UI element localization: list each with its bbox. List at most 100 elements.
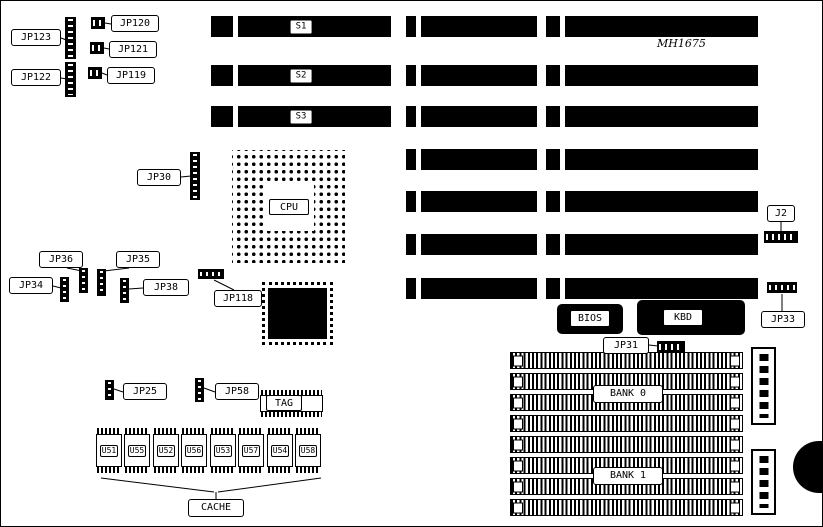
jp118-jumper: [198, 269, 224, 279]
jp121-label: JP121: [109, 41, 157, 58]
power-connector-2: [751, 449, 776, 515]
cache-chip-u51-pins-bottom: [97, 467, 121, 473]
cache-chip-u53-label: U53: [213, 444, 233, 457]
expansion-slot-c5-key-notch: [560, 191, 565, 212]
jp36-jumper: [79, 268, 88, 293]
leader-line: [103, 267, 130, 272]
bios-chip: BIOS: [557, 304, 623, 334]
slot-s1: S1: [211, 16, 391, 37]
expansion-slot-b6-key-notch: [416, 234, 421, 255]
cache-chip-u58-pins-bottom: [296, 467, 320, 473]
expansion-slot-b1: [406, 16, 537, 37]
expansion-slot-c4-key-notch: [560, 149, 565, 170]
cache-chip-u52-pins-top: [154, 428, 178, 434]
cache-chip-u57-pins-top: [239, 428, 263, 434]
expansion-slot-c3: [546, 106, 758, 127]
slot-s3: S3: [211, 106, 391, 127]
j2-jumper: [764, 231, 798, 243]
jp118-label: JP118: [214, 290, 262, 307]
jp123-jumper: [65, 17, 76, 59]
j2-label: J2: [767, 205, 795, 222]
board-marking-text: MH1675: [657, 37, 706, 50]
cache-chip-u56-pins-bottom: [182, 467, 206, 473]
bank1-label: BANK 1: [593, 467, 663, 485]
leader-line: [217, 477, 322, 493]
expansion-slot-b4: [406, 149, 537, 170]
jp38-label: JP38: [143, 279, 189, 296]
slot-s3-label: S3: [289, 109, 313, 124]
cache-chip-u58-body: U58: [295, 434, 321, 467]
leader-line: [100, 477, 215, 493]
slot-s1-key-notch: [233, 16, 238, 37]
expansion-slot-b3-key-notch: [416, 106, 421, 127]
cache-chip-u56-pins-top: [182, 428, 206, 434]
leader-line: [113, 388, 124, 393]
cache-chip-u57: U57: [238, 428, 264, 473]
slot-s2-key-notch: [233, 65, 238, 86]
jp120-jumper: [91, 17, 105, 29]
expansion-slot-b4-key-notch: [416, 149, 421, 170]
cache-chip-u54-label: U54: [270, 444, 290, 457]
keyboard-controller-chip-label: KBD: [663, 309, 703, 326]
expansion-slot-c5: [546, 191, 758, 212]
slot-s2: S2: [211, 65, 391, 86]
cache-chip-u56-body: U56: [181, 434, 207, 467]
jp25-label: JP25: [123, 383, 167, 400]
bios-chip-label: BIOS: [570, 310, 610, 327]
cache-chip-u55-body: U55: [124, 434, 150, 467]
cache-chip-u54-pins-top: [268, 428, 292, 434]
tag-socket: TAG: [260, 390, 323, 417]
jp38-jumper: [120, 278, 129, 303]
expansion-slot-c2-key-notch: [560, 65, 565, 86]
jp36-label: JP36: [39, 251, 83, 268]
cache-chip-u51-label: U51: [99, 444, 119, 457]
expansion-slot-b6: [406, 234, 537, 255]
bank0-label: BANK 0: [593, 385, 663, 403]
jp31-label: JP31: [603, 337, 649, 354]
cache-chip-u54-body: U54: [267, 434, 293, 467]
cache-chip-u57-label: U57: [241, 444, 261, 457]
leader-line: [203, 387, 216, 393]
cache-chip-u51-body: U51: [96, 434, 122, 467]
cache-chip-u58: U58: [295, 428, 321, 473]
expansion-slot-b3: [406, 106, 537, 127]
jp119-label: JP119: [107, 67, 155, 84]
jp122-label: JP122: [11, 69, 61, 86]
jp35-label: JP35: [116, 251, 160, 268]
expansion-slot-b2: [406, 65, 537, 86]
jp30-jumper: [190, 152, 200, 200]
jp35-jumper: [97, 269, 106, 296]
cache-chip-u55-pins-bottom: [125, 467, 149, 473]
cache-chip-u51: U51: [96, 428, 122, 473]
expansion-slot-c6-key-notch: [560, 234, 565, 255]
simm-row-1: [510, 352, 743, 369]
chipset-qfp-body: [268, 288, 327, 339]
jp119-jumper: [88, 67, 102, 79]
cache-chip-u52: U52: [153, 428, 179, 473]
slot-s3-key-notch: [233, 106, 238, 127]
simm-row-4: [510, 415, 743, 432]
cache-chip-u53-body: U53: [210, 434, 236, 467]
simm-row-8: [510, 499, 743, 516]
jp25-jumper: [105, 380, 114, 400]
cpu-socket: CPU: [232, 150, 345, 263]
cache-chip-u55-label: U55: [127, 444, 147, 457]
cache-chip-u55: U55: [124, 428, 150, 473]
jp34-label: JP34: [9, 277, 53, 294]
expansion-slot-c7-key-notch: [560, 278, 565, 299]
cache-chip-u51-pins-top: [97, 428, 121, 434]
cache-chip-u57-pins-bottom: [239, 467, 263, 473]
expansion-slot-c1: [546, 16, 758, 37]
cache-chip-u58-pins-top: [296, 428, 320, 434]
keyboard-din-connector: [793, 441, 822, 493]
expansion-slot-b7: [406, 278, 537, 299]
cache-chip-u52-label: U52: [156, 444, 176, 457]
expansion-slot-b7-key-notch: [416, 278, 421, 299]
expansion-slot-c4: [546, 149, 758, 170]
cache-chip-u53-pins-bottom: [211, 467, 235, 473]
tag-socket-label: TAG: [266, 395, 302, 411]
cache-chip-u54-pins-bottom: [268, 467, 292, 473]
cache-chip-u53: U53: [210, 428, 236, 473]
expansion-slot-c3-key-notch: [560, 106, 565, 127]
